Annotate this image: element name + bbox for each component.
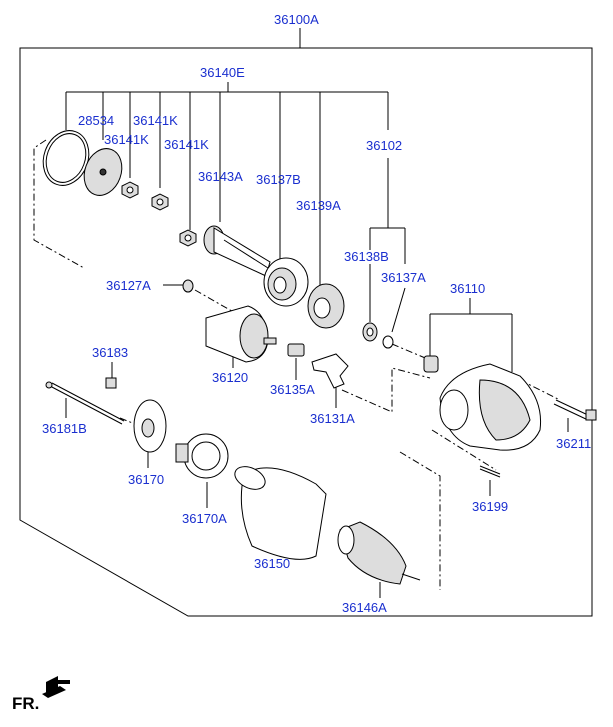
part-washer-36137A [382,335,394,349]
label-36143A: 36143A [198,169,243,184]
part-lever-36131A [311,353,349,389]
part-nut-36141K-c [179,229,197,247]
part-armature-36146A [337,521,421,585]
label-36181B: 36181B [42,421,87,436]
subassembly-bracket [65,82,406,333]
part-boot-36127A [182,279,194,293]
front-direction-label: FR. [12,694,40,713]
label-36137B: 36137B [256,172,301,187]
part-gear-36137B [263,257,309,307]
label-36131A: 36131A [310,411,355,426]
label-36170A: 36170A [182,511,227,526]
part-pinion-36139A [307,283,345,329]
part-bolt-36211 [553,399,597,421]
label-36127A: 36127A [106,278,151,293]
part-solenoid-36120 [205,305,277,363]
label-36137A: 36137A [381,270,426,285]
label-36141K-top: 36141K [133,113,178,128]
part-pin-36199 [479,465,501,478]
subassembly-label: 36140E [200,65,245,80]
part-plate-36141K [83,148,123,196]
part-bolt-36181B [45,381,125,425]
part-spring-36135A [287,343,305,357]
part-bushing-36138B [362,322,378,342]
label-36120: 36120 [212,370,248,385]
label-36139A: 36139A [296,198,341,213]
label-36141K-mid: 36141K [104,132,149,147]
label-36141K-low: 36141K [164,137,209,152]
label-36110: 36110 [450,281,485,296]
part-end-cover-36170 [133,399,167,453]
part-nut-36141K-b [151,193,169,211]
assembly-outline [19,28,593,617]
part-brush-holder-36170A [175,433,229,479]
part-screw-36183 [105,377,117,389]
label-36211: 36211 [556,436,591,451]
label-36170: 36170 [128,472,164,487]
label-36102: 36102 [366,138,402,153]
part-nut-36141K-a [121,181,139,199]
leader-lines [65,284,569,598]
part-housing-36110 [423,355,542,451]
front-arrow-icon [42,676,70,698]
label-36183: 36183 [92,345,128,360]
label-36138B: 36138B [344,249,389,264]
label-36135A: 36135A [270,382,315,397]
label-36146A: 36146A [342,600,387,615]
part-yoke-36150 [234,466,327,560]
assembly-label: 36100A [274,12,319,27]
label-28534: 28534 [78,113,114,128]
label-36150: 36150 [254,556,290,571]
label-36199: 36199 [472,499,508,514]
part-shaft-36143A [203,225,271,277]
